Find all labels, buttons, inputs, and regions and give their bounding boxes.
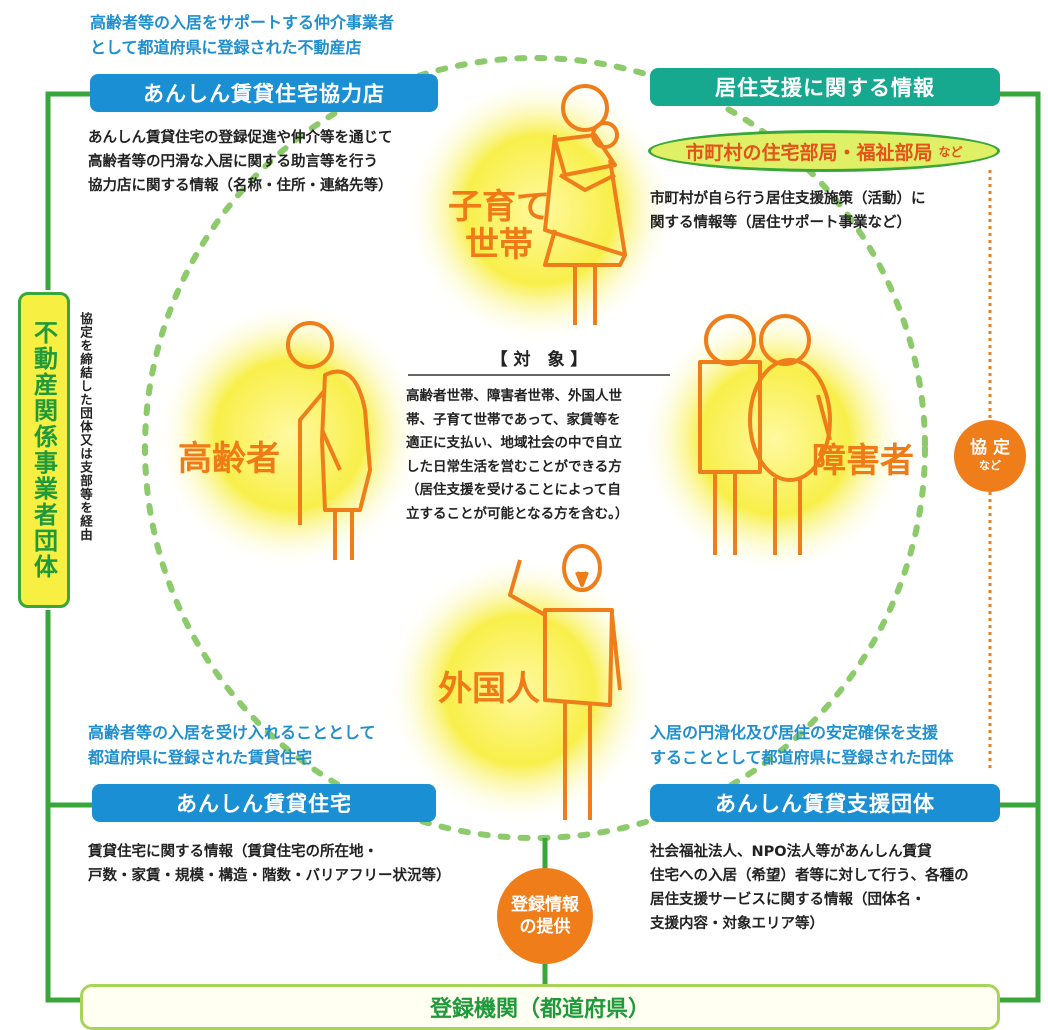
- label-line: 子育て: [448, 187, 550, 227]
- caption-line: として都道府県に登録された不動産店: [90, 38, 362, 57]
- target-description: 高齢者世帯、障害者世帯、外国人世 帯、子育て世帯であって、家賃等を 適正に支払い…: [406, 385, 628, 526]
- desc-line: 社会福祉法人、NPO法人等があんしん賃貸: [650, 844, 932, 860]
- target-heading: 【 対 象 】: [490, 350, 588, 370]
- agreement-suffix: など: [979, 459, 1001, 472]
- desc-line: 適正に支払い、地域社会の中で自立: [406, 435, 622, 451]
- association-note-text: 協定を締結した団体又は支部等を経由: [78, 312, 93, 542]
- desc-line: 帯、子育て世帯であって、家賃等を: [406, 411, 621, 428]
- cooperative-store-caption: 高齢者等の入居をサポートする仲介事業者 として都道府県に登録された不動産店: [90, 10, 394, 60]
- municipal-dept-oval: 市町村の住宅部局・福祉部局 など: [648, 130, 1000, 172]
- association-note: 協定を締結した団体又は支部等を経由: [76, 312, 95, 602]
- housing-support-info-banner: 居住支援に関する情報: [650, 68, 1000, 106]
- desc-line: 関する情報等（居住サポート事業など）: [650, 215, 911, 231]
- desc-line: 高齢者世帯、障害者世帯、外国人世: [406, 388, 622, 404]
- info-provision-line: の提供: [519, 917, 571, 937]
- desc-line: 居住支援サービスに関する情報（団体名・: [650, 892, 926, 908]
- rental-housing-banner: あんしん賃貸住宅: [92, 784, 436, 822]
- support-group-caption: 入居の円滑化及び居住の安定確保を支援 することとして都道府県に登録された団体: [650, 720, 954, 770]
- desc-line: 協力店に関する情報（名称・住所・連絡先等）: [88, 178, 393, 194]
- glow-foreigner: [385, 555, 655, 825]
- caption-line: することとして都道府県に登録された団体: [650, 748, 954, 767]
- label-foreigner: 外国人: [438, 669, 540, 709]
- dashed-circle: [142, 55, 928, 841]
- agreement-badge: 協 定 など: [954, 420, 1026, 492]
- agreement-label: 協 定: [970, 438, 1010, 458]
- municipal-desc: 市町村が自ら行う居住支援施策（活動）に 関する情報等（居住サポート事業など）: [650, 187, 926, 235]
- desc-line: した日常生活を営むことができる方: [406, 458, 622, 475]
- desc-line: 市町村が自ら行う居住支援施策（活動）に: [650, 191, 926, 207]
- real-estate-association-box: 不動産関係事業者団体: [18, 292, 70, 608]
- municipal-dept-suffix: など: [938, 144, 963, 159]
- desc-line: 住宅への入居（希望）者等に対して行う、各種の: [650, 868, 969, 884]
- rental-housing-desc: 賃貸住宅に関する情報（賃貸住宅の所在地・ 戸数・家賃・規模・構造・階数・バリアフ…: [88, 840, 451, 888]
- rental-housing-caption: 高齢者等の入居を受け入れることとして 都道府県に登録された賃貸住宅: [88, 720, 376, 770]
- desc-line: 戸数・家賃・規模・構造・階数・バリアフリー状況等）: [88, 868, 451, 884]
- support-group-desc: 社会福祉法人、NPO法人等があんしん賃貸 住宅への入居（希望）者等に対して行う、…: [650, 840, 969, 936]
- figure-disabled: [698, 314, 832, 555]
- glow-child: [405, 75, 675, 345]
- desc-line: あんしん賃貸住宅の登録促進や仲介等を通じて: [88, 130, 393, 146]
- cooperative-store-desc: あんしん賃貸住宅の登録促進や仲介等を通じて 高齢者等の円滑な入居に関する助言等を…: [88, 126, 393, 198]
- label-line: 世帯: [465, 225, 533, 265]
- registration-authority-box: 登録機関（都道府県）: [80, 984, 1000, 1030]
- caption-line: 都道府県に登録された賃貸住宅: [88, 748, 313, 767]
- real-estate-association-label: 不動産関係事業者団体: [29, 320, 58, 580]
- support-group-banner: あんしん賃貸支援団体: [650, 784, 1000, 822]
- caption-line: 高齢者等の入居をサポートする仲介事業者: [90, 13, 395, 32]
- desc-line: 高齢者等の円滑な入居に関する助言等を行う: [88, 154, 378, 170]
- glow-disabled: [640, 305, 910, 575]
- label-disabled: 障害者: [812, 441, 914, 481]
- caption-line: 入居の円滑化及び居住の安定確保を支援: [650, 723, 939, 742]
- cooperative-store-banner: あんしん賃貸住宅協力店: [90, 74, 438, 112]
- registration-authority-label: 登録機関（都道府県）: [429, 997, 650, 1022]
- desc-line: 立することが可能となる方を含む。）: [406, 505, 629, 522]
- label-elderly: 高齢者: [178, 439, 280, 479]
- desc-line: 支援内容・対象エリア等）: [650, 916, 824, 932]
- label-child-rearing: 子育て 世帯: [448, 188, 550, 264]
- municipal-dept-label: 市町村の住宅部局・福祉部局: [685, 141, 933, 164]
- info-provision-line: 登録情報: [511, 895, 579, 915]
- caption-line: 高齢者等の入居を受け入れることとして: [88, 723, 376, 742]
- figure-foreigner: [508, 544, 622, 820]
- desc-line: 賃貸住宅に関する情報（賃貸住宅の所在地・: [88, 844, 378, 860]
- figure-child-rearing: [543, 84, 627, 325]
- glow-elderly: [155, 300, 425, 570]
- desc-line: （居住支援を受けることによって自: [406, 482, 621, 498]
- info-provision-badge: 登録情報 の提供: [497, 868, 593, 964]
- figure-elderly: [286, 321, 372, 560]
